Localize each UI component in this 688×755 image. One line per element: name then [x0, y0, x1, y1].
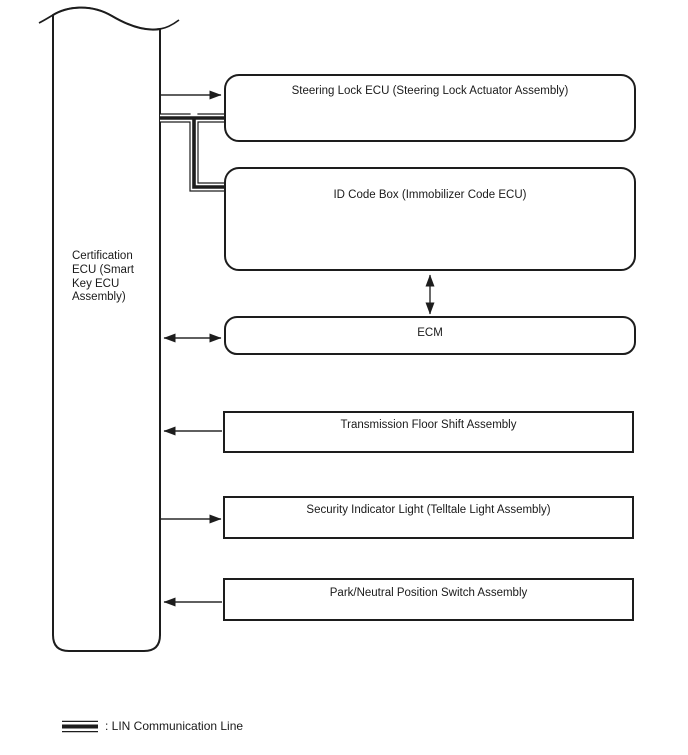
- ecm-box: ECM: [224, 316, 636, 355]
- security-indicator-light-label: Security Indicator Light (Telltale Light…: [306, 504, 551, 516]
- lin-communication-lines: [160, 113, 224, 192]
- lin-line-to-id-code-box: [192, 118, 224, 189]
- transmission-floor-shift-box: Transmission Floor Shift Assembly: [223, 411, 634, 453]
- id-code-box: ID Code Box (Immobilizer Code ECU): [224, 167, 636, 271]
- ecm-label: ECM: [417, 327, 443, 339]
- security-indicator-light-box: Security Indicator Light (Telltale Light…: [223, 496, 634, 539]
- steering-lock-ecu-label: Steering Lock ECU (Steering Lock Actuato…: [291, 85, 569, 97]
- certification-ecu-box-outline: [52, 6, 161, 652]
- legend-label: : LIN Communication Line: [105, 719, 244, 733]
- park-neutral-position-switch-label: Park/Neutral Position Switch Assembly: [329, 587, 528, 599]
- park-neutral-position-switch-box: Park/Neutral Position Switch Assembly: [223, 578, 634, 621]
- lin-communication-line-icon: [62, 720, 98, 732]
- steering-lock-ecu-box: Steering Lock ECU (Steering Lock Actuato…: [224, 74, 636, 142]
- transmission-floor-shift-label: Transmission Floor Shift Assembly: [340, 419, 517, 431]
- legend: : LIN Communication Line: [62, 719, 243, 733]
- certification-ecu-label: Certification ECU (Smart Key ECU Assembl…: [72, 250, 134, 304]
- id-code-box-label: ID Code Box (Immobilizer Code ECU): [333, 189, 527, 201]
- torn-top-edge: [38, 6, 180, 31]
